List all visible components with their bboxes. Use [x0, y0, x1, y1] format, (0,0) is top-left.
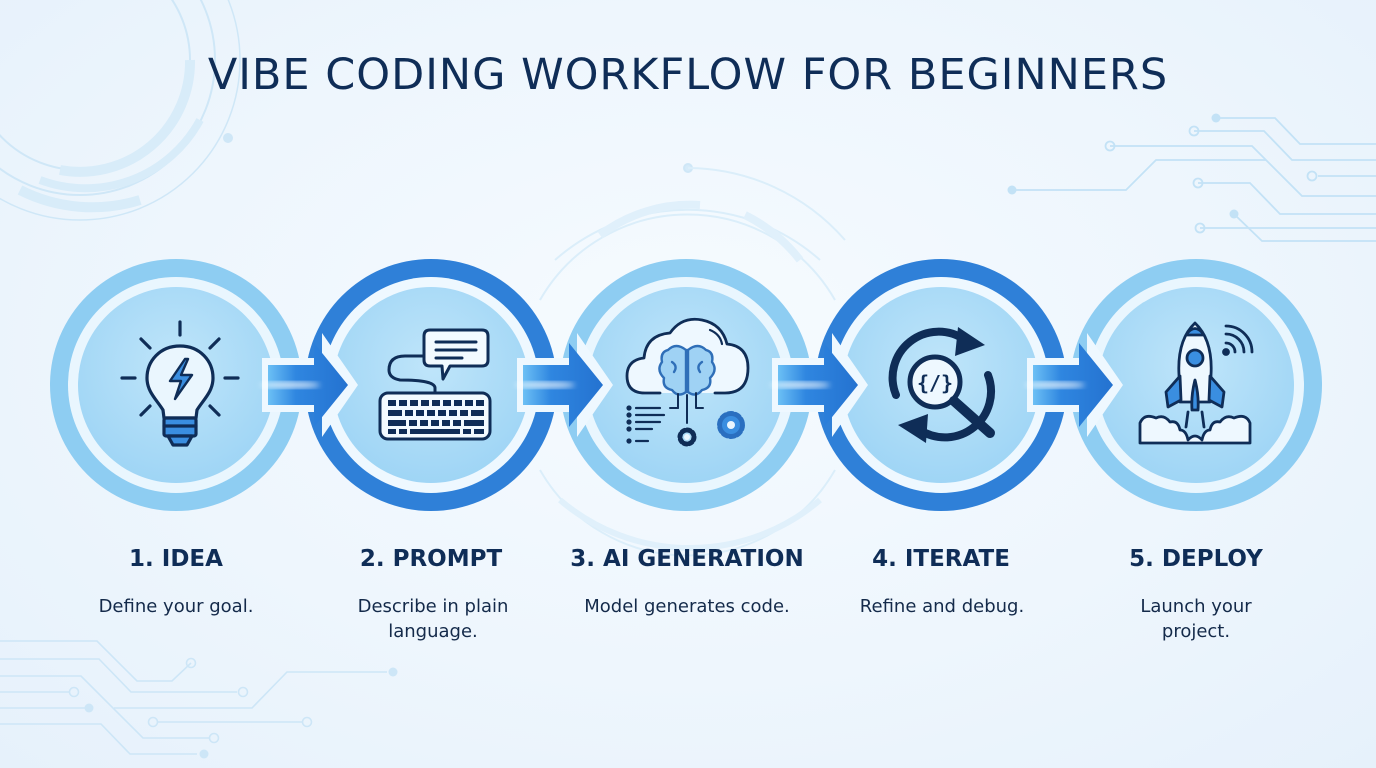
step-4-description: Refine and debug. [859, 596, 1025, 617]
step-3-description: Model generates code. [584, 596, 790, 617]
arrow-2-to-3 [515, 333, 613, 437]
code-symbol: {/} [917, 371, 953, 395]
cloud-brain-gears-icon [625, 317, 750, 447]
step-2-label: 2. PROMPT [359, 546, 503, 572]
refresh-code-search-icon: {/} [888, 327, 996, 443]
step-1-description: Define your goal. [98, 596, 254, 617]
arrow-3-to-4 [770, 333, 868, 437]
page-title: VIBE CODING WORKFLOW FOR BEGINNERS [207, 50, 1169, 100]
arrow-1-to-2 [260, 333, 358, 437]
keyboard-chat-icon [378, 328, 492, 441]
step-1-label: 1. IDEA [129, 546, 223, 572]
step-4-label: 4. ITERATE [872, 546, 1010, 572]
step-3-label: 3. AI GENERATION [570, 546, 804, 572]
step-5-description: Launch your project. [1140, 596, 1252, 642]
lightbulb-icon [120, 320, 240, 447]
step-5-label: 5. DEPLOY [1129, 546, 1263, 572]
arrow-4-to-5 [1025, 333, 1123, 437]
step-2-description: Describe in plain language. [357, 596, 509, 642]
rocket-launch-icon [1138, 321, 1254, 445]
